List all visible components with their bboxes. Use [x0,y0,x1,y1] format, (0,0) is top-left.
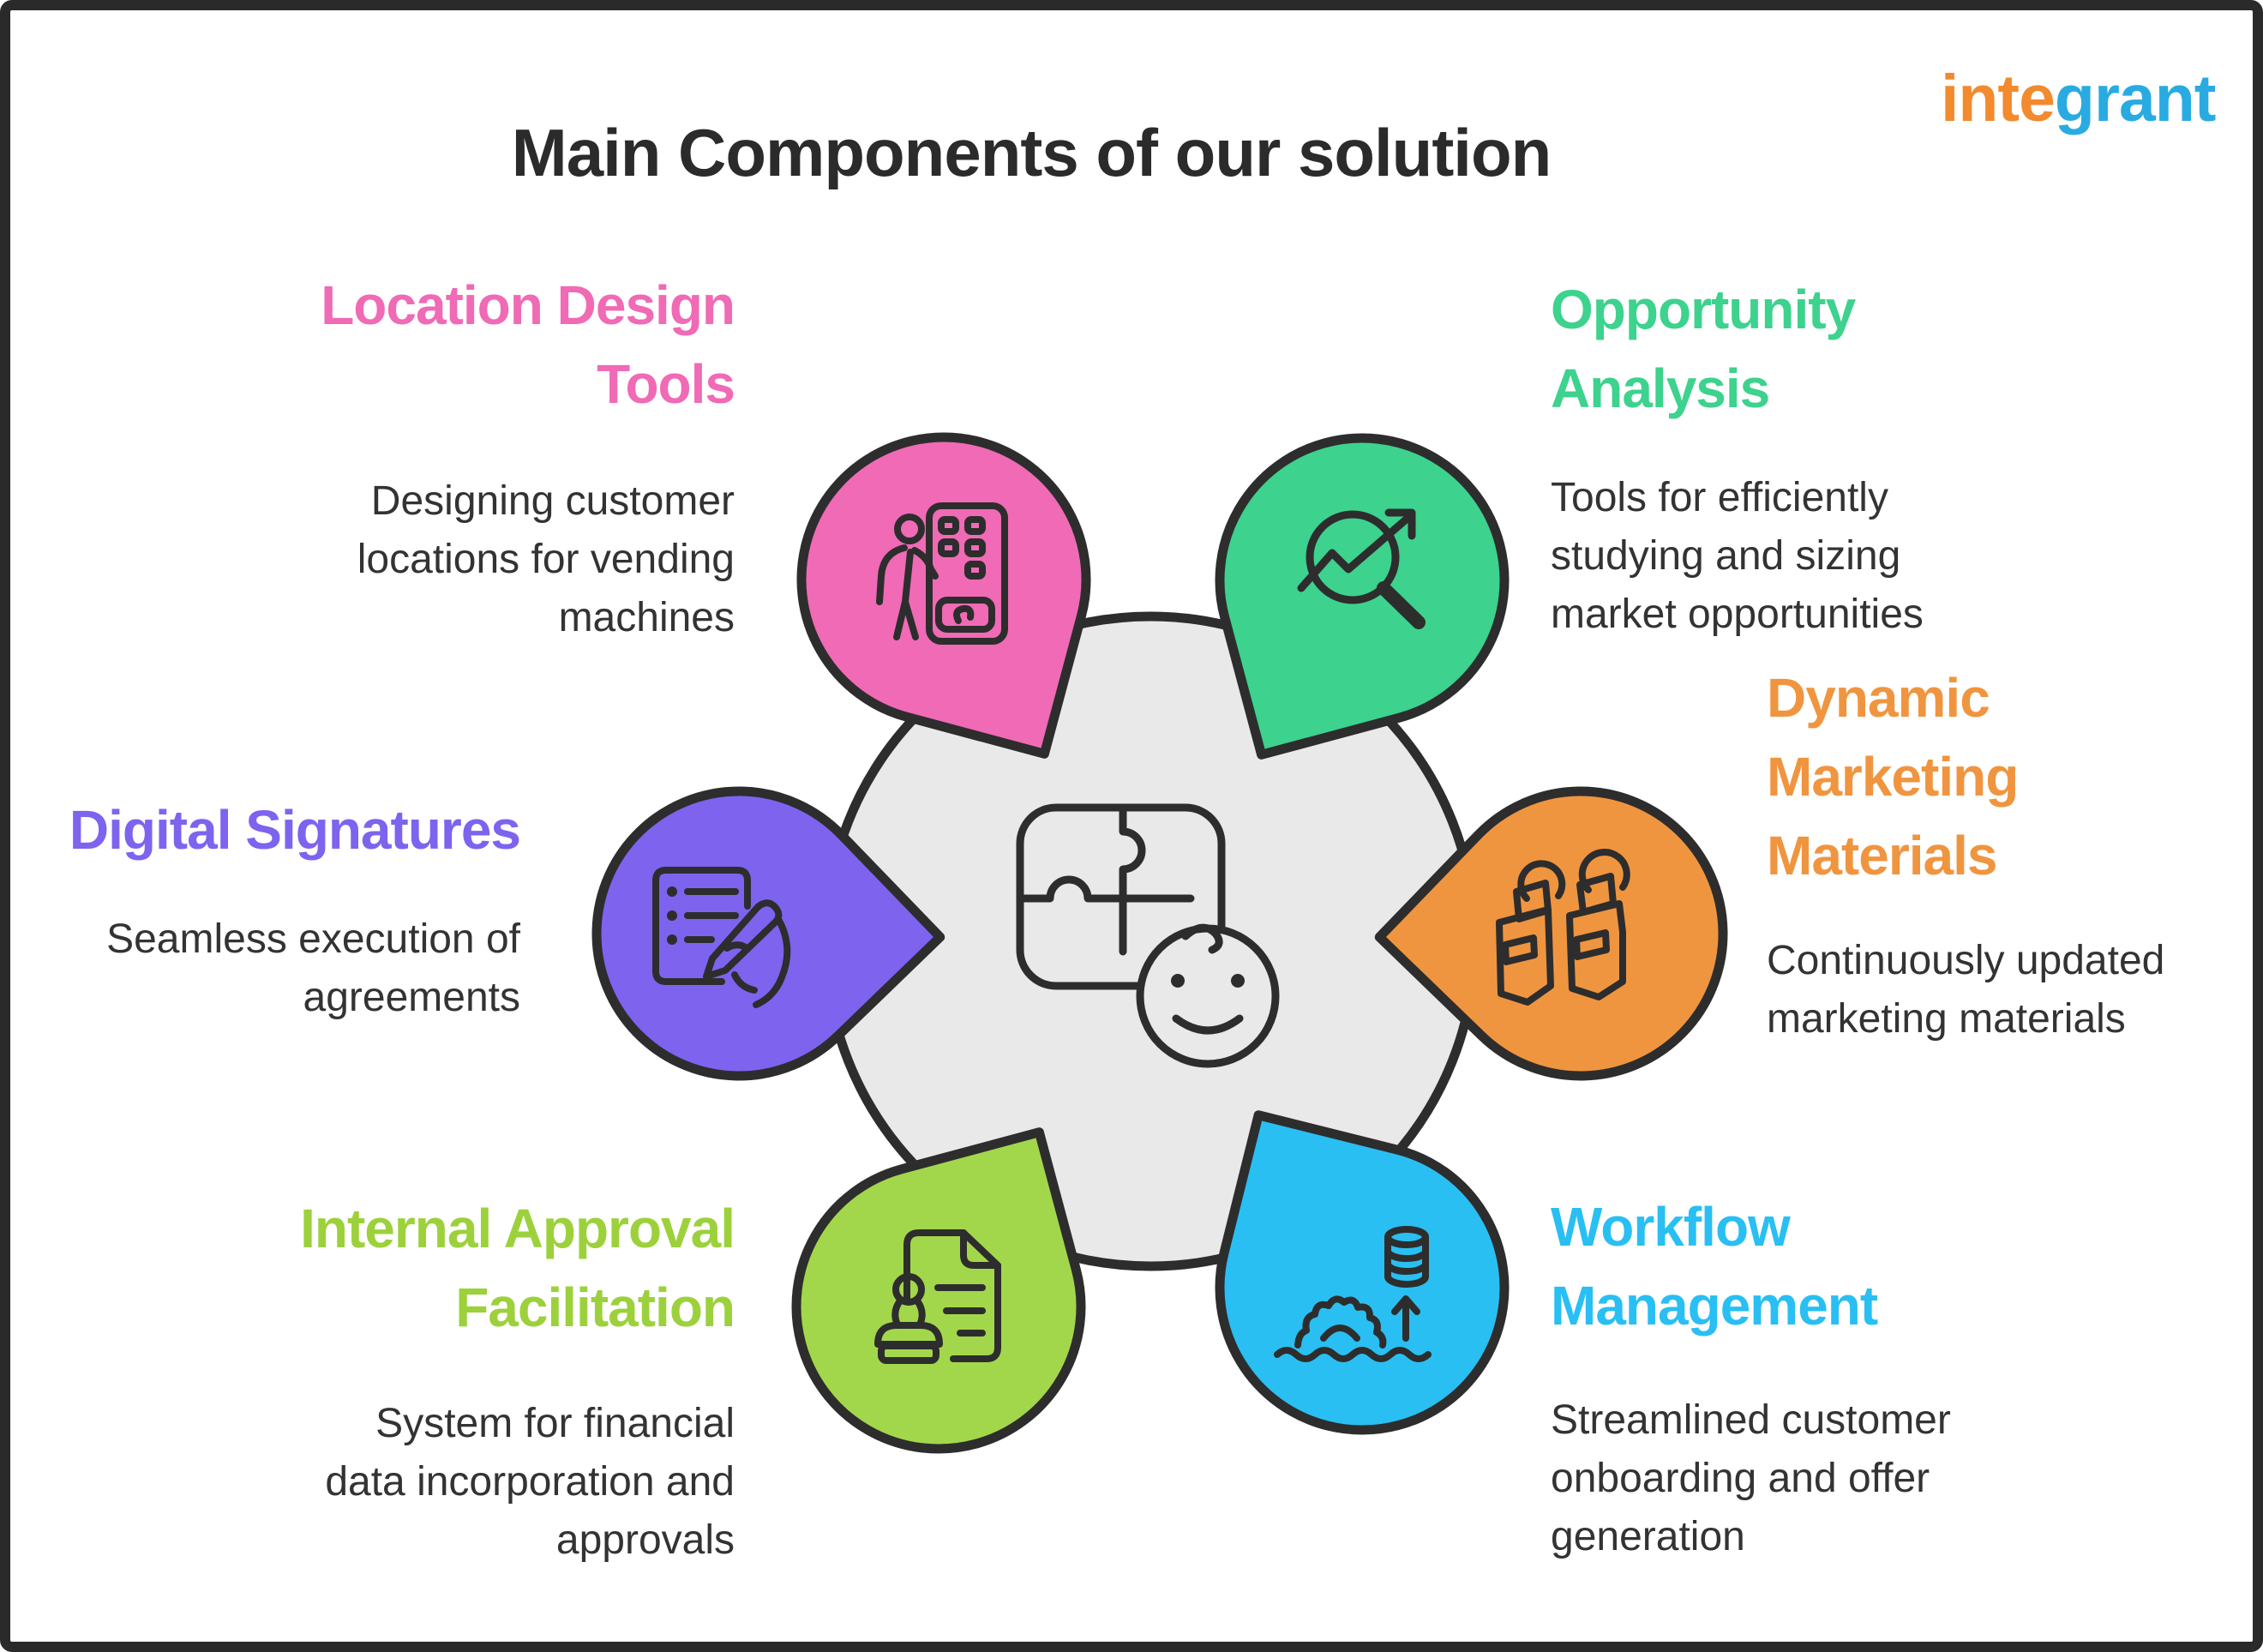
page-title: Main Components of our solution [511,115,1552,190]
petal-workflow-management [1215,1110,1510,1435]
component-desc-opportunity-analysis: Tools for efficiently studying and sizin… [1551,475,1924,637]
stamp-document-icon [874,1229,1001,1364]
gear-water-database-arrow-icon [1274,1226,1432,1362]
component-desc-location-design-tools: Designing customer locations for vending… [357,478,735,640]
logo-part-grant: grant [2054,62,2216,135]
component-desc-dynamic-marketing-materials: Continuously updated marketing materials [1767,938,2165,1042]
component-desc-internal-approval-facilitation: System for financial data incorporation … [325,1401,735,1563]
document-pen-hand-icon [652,867,791,1008]
component-title-workflow-management: Workflow Management [1551,1196,1878,1337]
baby-face-icon [1136,923,1280,1068]
petal-location-design-tools [796,432,1091,759]
component-title-digital-signatures: Digital Signatures [69,799,521,861]
person-vending-machine-icon [876,502,1008,645]
component-title-dynamic-marketing-materials: Dynamic Marketing Materials [1767,667,2019,886]
door-hanger-tags-icon [1496,849,1630,1006]
component-title-opportunity-analysis: Opportunity Analysis [1551,279,1856,419]
logo-part-inte: inte [1941,62,2056,135]
component-title-location-design-tools: Location Design Tools [321,274,735,415]
component-desc-digital-signatures: Seamless execution of agreements [106,916,520,1020]
magnifier-trend-arrow-icon [1297,508,1426,629]
solution-diagram [591,432,1728,1454]
component-title-internal-approval-facilitation: Internal Approval Facilitation [300,1198,735,1338]
component-desc-workflow-management: Streamlined customer onboarding and offe… [1551,1397,1951,1559]
petal-digital-signatures [591,786,945,1081]
integrant-logo: integrant [1941,60,2216,137]
puzzle-icon [1016,803,1226,990]
